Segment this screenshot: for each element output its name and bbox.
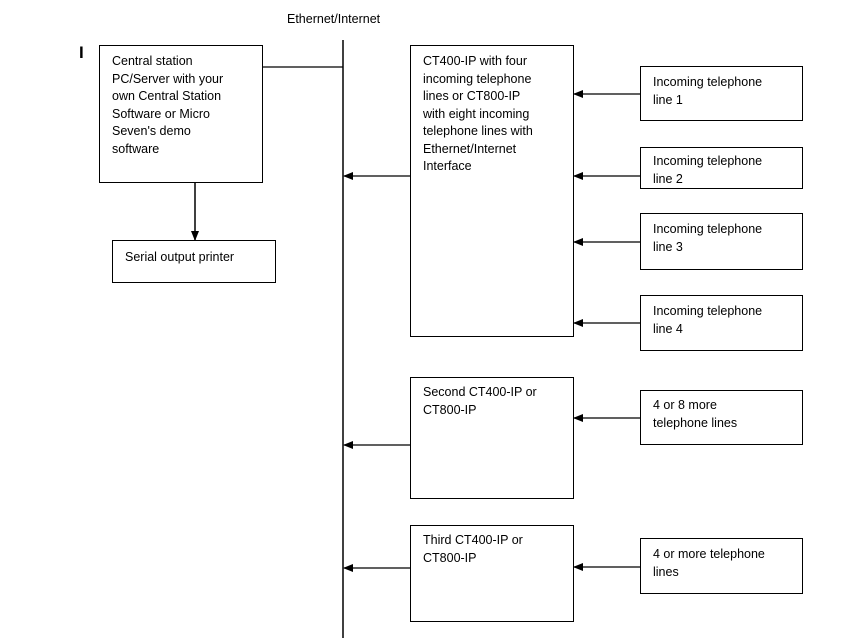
receiver-2-box: Second CT400-IP or CT800-IP <box>410 377 574 499</box>
phone-line-2-text: Incoming telephone line 2 <box>653 154 763 186</box>
more-lines-2-text: 4 or 8 more telephone lines <box>653 398 738 430</box>
corner-mark: I <box>79 43 84 62</box>
central-station-text: Central station PC/Server with your own … <box>112 54 224 156</box>
receiver-2-text: Second CT400-IP or CT800-IP <box>423 385 537 417</box>
central-station-box: Central station PC/Server with your own … <box>99 45 263 183</box>
printer-text: Serial output printer <box>125 250 235 264</box>
receiver-1-box: CT400-IP with four incoming telephone li… <box>410 45 574 337</box>
ethernet-internet-label: Ethernet/Internet <box>287 12 381 26</box>
phone-line-4-text: Incoming telephone line 4 <box>653 304 763 336</box>
more-lines-3-box: 4 or more telephone lines <box>640 538 803 594</box>
receiver-1-text: CT400-IP with four incoming telephone li… <box>423 54 533 173</box>
printer-box: Serial output printer <box>112 240 276 283</box>
phone-line-3-box: Incoming telephone line 3 <box>640 213 803 270</box>
phone-line-2-box: Incoming telephone line 2 <box>640 147 803 189</box>
more-lines-2-box: 4 or 8 more telephone lines <box>640 390 803 445</box>
phone-line-1-box: Incoming telephone line 1 <box>640 66 803 121</box>
phone-line-1-text: Incoming telephone line 1 <box>653 75 763 107</box>
phone-line-3-text: Incoming telephone line 3 <box>653 222 763 254</box>
receiver-3-text: Third CT400-IP or CT800-IP <box>423 533 523 565</box>
more-lines-3-text: 4 or more telephone lines <box>653 547 765 579</box>
phone-line-4-box: Incoming telephone line 4 <box>640 295 803 351</box>
receiver-3-box: Third CT400-IP or CT800-IP <box>410 525 574 622</box>
